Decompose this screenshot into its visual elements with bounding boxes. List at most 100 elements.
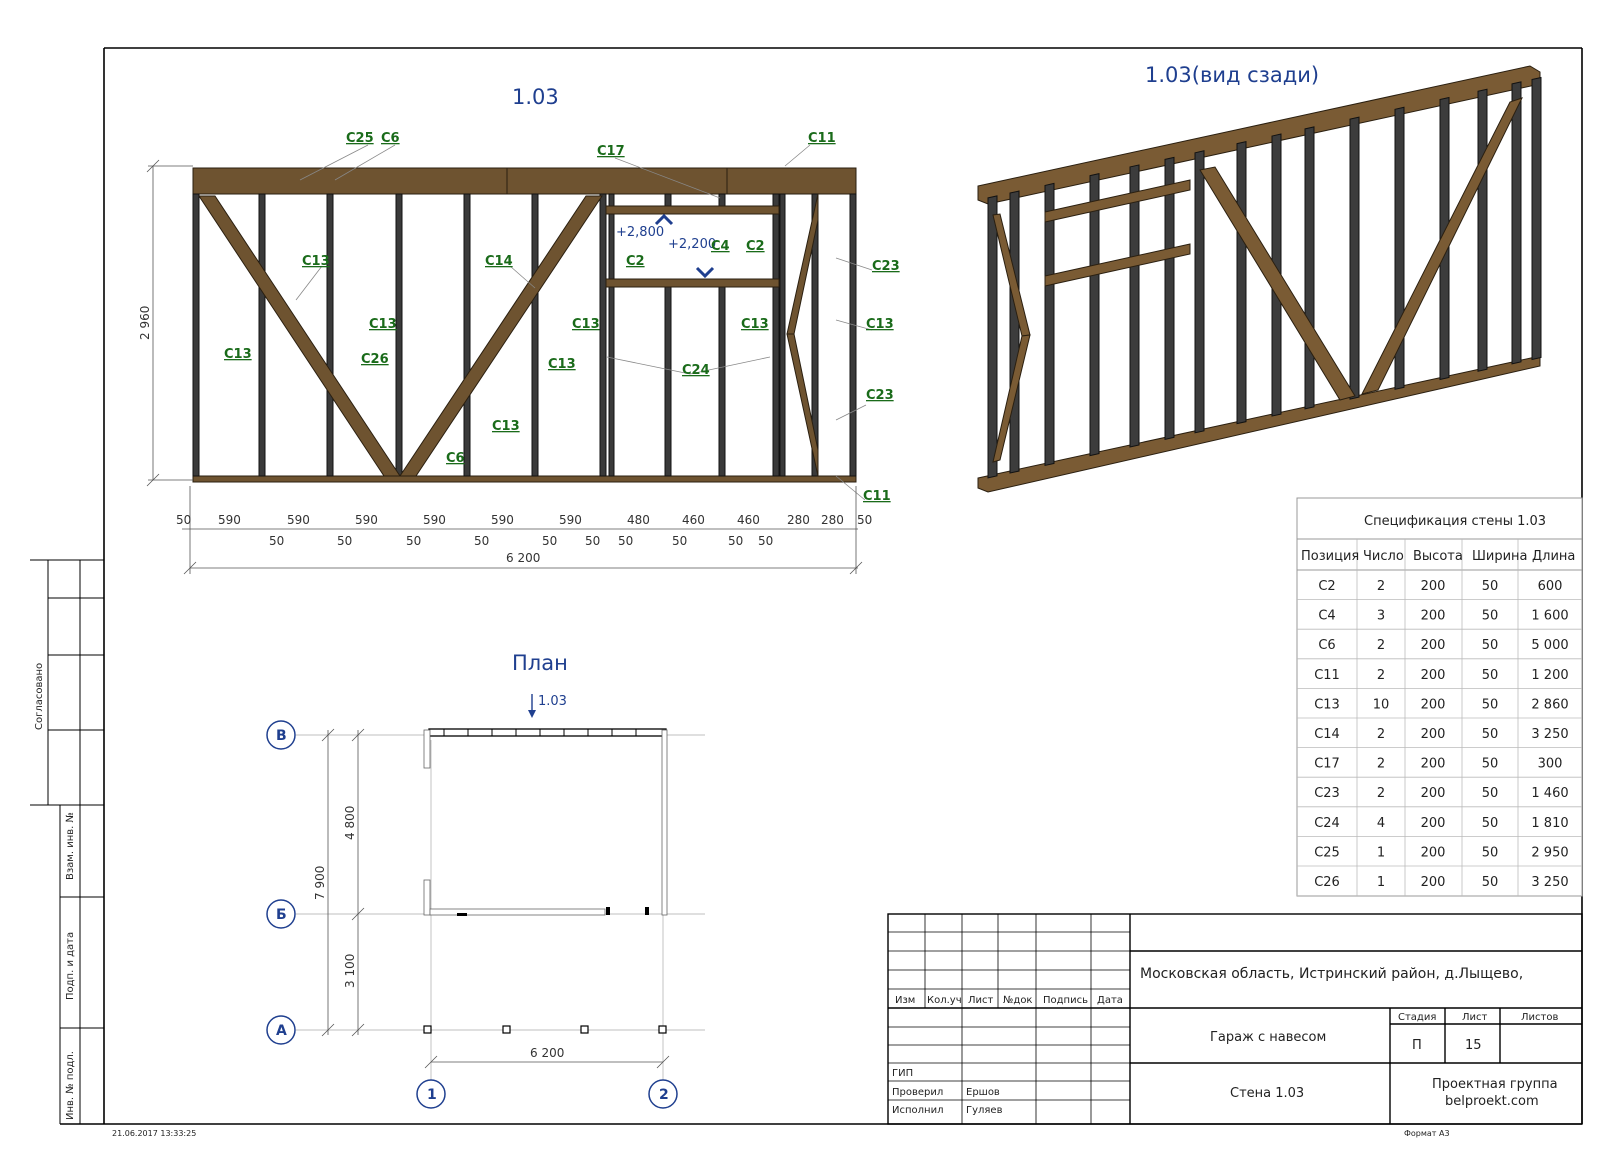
dim-bot-10: 50 — [758, 534, 773, 548]
plan-title: План — [512, 651, 568, 675]
label-c13-f: C13 — [741, 317, 769, 332]
back-brace-2 — [1361, 97, 1523, 395]
tb-project: Гараж с навесом — [1210, 1030, 1326, 1045]
spec-cell-r10-c5: 2 950 — [1531, 845, 1568, 860]
left-stamp-strip — [30, 559, 104, 1124]
dim-top-4: 590 — [355, 513, 378, 527]
spec-table: Спецификация стены 1.03 Позиция Число Вы… — [1296, 497, 1583, 897]
spec-cell-r8-c4: 50 — [1482, 786, 1499, 801]
dim-bot-3: 50 — [406, 534, 421, 548]
tb-role-executed: Исполнил — [892, 1105, 943, 1116]
tb-sheet-value: 15 — [1465, 1038, 1482, 1053]
spec-cell-r11-c3: 200 — [1421, 875, 1446, 890]
dim-top-11: 280 — [787, 513, 810, 527]
footer-format: Формат А3 — [1404, 1129, 1450, 1138]
spec-cell-r5-c1: C13 — [1314, 697, 1340, 712]
tb-sheet-label: Лист — [1462, 1012, 1488, 1023]
plan-dim-bottom: 3 100 — [343, 954, 357, 988]
dim-top-7: 590 — [559, 513, 582, 527]
tb-col-date: Дата — [1097, 995, 1123, 1006]
label-c13-c: C13 — [224, 347, 252, 362]
plan-dim-top: 4 800 — [343, 806, 357, 840]
tb-sheets-label: Листов — [1521, 1012, 1558, 1023]
back-window-header — [1044, 179, 1191, 223]
spec-cell-r7-c2: 2 — [1377, 757, 1385, 772]
spec-cell-r11-c2: 1 — [1377, 875, 1385, 890]
back-view-title: 1.03(вид сзади) — [1145, 63, 1319, 87]
dim-bot-9: 50 — [728, 534, 743, 548]
braces — [198, 193, 819, 477]
spec-cell-r5-c3: 200 — [1421, 697, 1446, 712]
back-stud-11 — [1349, 116, 1360, 400]
back-stud-3 — [1044, 182, 1055, 467]
label-c6-top: C6 — [381, 131, 400, 146]
axis-b: Б — [276, 907, 287, 923]
dim-bot-4: 50 — [474, 534, 489, 548]
tb-name-checked: Ершов — [966, 1087, 1000, 1098]
dim-bot-5: 50 — [542, 534, 557, 548]
spec-cell-r3-c1: C6 — [1318, 638, 1335, 653]
tb-stage-label: Стадия — [1398, 1012, 1436, 1023]
spec-cell-r10-c4: 50 — [1482, 845, 1499, 860]
spec-cell-r4-c2: 2 — [1377, 668, 1385, 683]
spec-cell-r9-c4: 50 — [1482, 816, 1499, 831]
back-wall-3d — [977, 65, 1542, 493]
spec-cell-r6-c2: 2 — [1377, 727, 1385, 742]
title-block-grid — [888, 914, 1130, 1124]
spec-cell-r7-c5: 300 — [1538, 757, 1563, 772]
level-2200: +2,200 — [668, 237, 716, 252]
spec-cell-r5-c5: 2 860 — [1531, 697, 1568, 712]
back-stud-16 — [1531, 76, 1542, 361]
tb-col-doc: №док — [1003, 995, 1032, 1006]
studs — [192, 193, 857, 477]
spec-cell-r3-c5: 5 000 — [1531, 638, 1568, 653]
spec-cell-r1-c4: 50 — [1482, 579, 1499, 594]
spec-cell-r6-c5: 3 250 — [1531, 727, 1568, 742]
back-stud-2 — [1009, 190, 1020, 474]
tb-company-2: belproekt.com — [1445, 1094, 1539, 1109]
spec-cell-r4-c4: 50 — [1482, 668, 1499, 683]
spec-header-count: Число — [1363, 549, 1404, 564]
tb-sheet-name: Стена 1.03 — [1230, 1086, 1304, 1101]
plan-section-mark: 1.03 — [538, 694, 567, 709]
back-stud-4 — [1089, 173, 1100, 457]
level-2800: +2,800 — [616, 225, 664, 240]
tb-address: Московская область, Истринский район, д.… — [1140, 966, 1523, 982]
tb-col-koluch: Кол.уч — [927, 995, 962, 1006]
spec-cell-r2-c4: 50 — [1482, 609, 1499, 624]
spec-cell-r2-c5: 1 600 — [1531, 609, 1568, 624]
dim-top-6: 590 — [491, 513, 514, 527]
spec-cell-r9-c1: C24 — [1314, 816, 1340, 831]
spec-cell-r1-c2: 2 — [1377, 579, 1385, 594]
spec-cell-r2-c3: 200 — [1421, 609, 1446, 624]
back-stud-8 — [1236, 141, 1247, 425]
dims-top-row: 50 590 590 590 590 590 590 480 460 460 2… — [176, 513, 872, 527]
label-c13-d: C13 — [572, 317, 600, 332]
spec-cell-r9-c3: 200 — [1421, 816, 1446, 831]
stamp-inv-orig: Инв. № подл. — [65, 1051, 76, 1120]
level-marks: +2,800 +2,200 — [616, 213, 716, 279]
stamp-agreed: Согласовано — [34, 663, 45, 730]
label-c17: C17 — [597, 144, 625, 159]
axis-2: 2 — [659, 1087, 669, 1103]
dim-top-12: 280 — [821, 513, 844, 527]
spec-cell-r11-c4: 50 — [1482, 875, 1499, 890]
back-brace-4 — [992, 334, 1031, 463]
spec-cell-r6-c3: 200 — [1421, 727, 1446, 742]
plan-dim-width: 6 200 — [530, 1046, 564, 1060]
spec-cell-r5-c2: 10 — [1373, 697, 1390, 712]
spec-cell-r11-c1: C26 — [1314, 875, 1340, 890]
front-wall-frame — [192, 167, 857, 483]
top-plate — [192, 167, 857, 195]
label-c13-g: C13 — [866, 317, 894, 332]
back-stud-5 — [1129, 164, 1140, 448]
plan-dim-total: 7 900 — [313, 866, 327, 900]
label-c13-a: C13 — [302, 254, 330, 269]
tb-stage-value: П — [1412, 1038, 1422, 1053]
dim-top-9: 460 — [682, 513, 705, 527]
window-sill — [605, 278, 780, 288]
spec-header-pos: Позиция — [1301, 549, 1359, 564]
dim-top-5: 590 — [423, 513, 446, 527]
label-c13-b: C13 — [369, 317, 397, 332]
